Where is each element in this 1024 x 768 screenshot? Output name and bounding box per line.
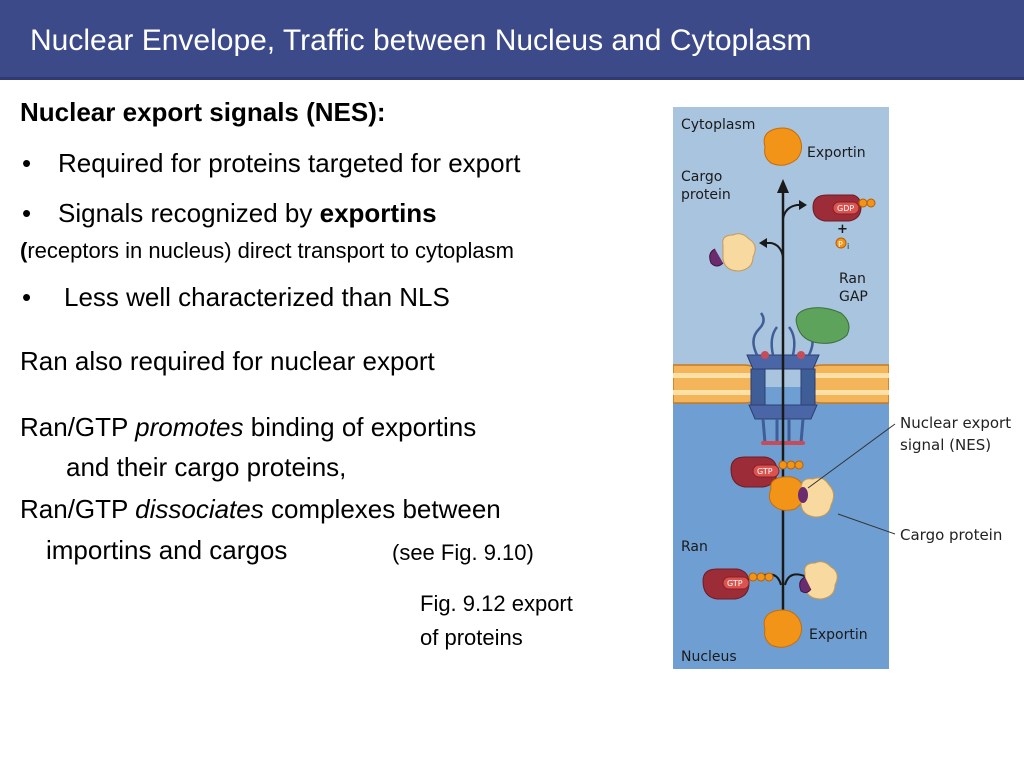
cargo-lower-shape (804, 561, 838, 600)
envelope-left-lumen (673, 373, 755, 378)
ran-gap-shape (795, 307, 850, 344)
label-pi: P (838, 240, 843, 249)
bullet-2-bold: exportins (319, 198, 437, 228)
export-diagram: Cytoplasm Exportin Cargo protein GDP + P… (672, 107, 890, 669)
pore-fibril-3 (787, 326, 796, 356)
ran-gtp-2-suffix: complexes between (263, 494, 501, 524)
label-pi-sub: i (847, 242, 849, 251)
callout-nes-line1: Nuclear export (900, 414, 1012, 432)
pore-fibril-1 (752, 312, 765, 356)
gtp-upper-tag (752, 464, 780, 478)
exportin-top-shape (763, 127, 803, 166)
cargo-lower-nes (799, 576, 812, 594)
label-exportin-top: Exportin (807, 145, 866, 161)
paren-open: ( (20, 238, 28, 263)
ran-gtp-promotes: Ran/GTP promotes binding of exportins (20, 412, 476, 443)
free-phosphate (835, 237, 847, 249)
ran-gtp-1-italic: promotes (135, 412, 244, 442)
branch-arrow-right (782, 204, 805, 220)
converge-arrow-right (784, 573, 808, 586)
exportin-bottom-shape (763, 609, 803, 648)
paren-text: receptors in nucleus) direct transport t… (27, 238, 514, 263)
export-figure: Cytoplasm Exportin Cargo protein GDP + P… (672, 107, 890, 669)
bullet-1-text: Required for proteins targeted for expor… (58, 148, 521, 178)
phosphate-2 (866, 198, 876, 208)
ran-gtp-2-prefix: Ran/GTP (20, 494, 136, 524)
ran-gtp-1-prefix: Ran/GTP (20, 412, 136, 442)
envelope-right-lumen (811, 373, 889, 378)
cargo-top-nes (709, 248, 724, 267)
ran-gtp-dissociates-line2: importins and cargos (46, 535, 288, 565)
branch-arrow-right-head (799, 200, 807, 210)
label-ran-gap-line2: GAP (839, 289, 868, 305)
label-gtp-lower: GTP (727, 579, 743, 588)
label-gtp-upper: GTP (757, 467, 773, 476)
basket-fibril-4 (799, 418, 805, 444)
caption-line-2: of proteins (420, 625, 523, 650)
callout-cargo: Cargo protein (900, 526, 1003, 544)
gtp-upper-p3 (794, 460, 804, 470)
label-exportin-bottom: Exportin (809, 627, 868, 643)
receptors-note: (receptors in nucleus) direct transport … (20, 238, 514, 264)
label-cargo-line1: Cargo (681, 169, 722, 185)
caption-line-1: Fig. 9.12 export (420, 591, 573, 616)
branch-arrow-left-head (759, 238, 767, 248)
slide-title: Nuclear Envelope, Traffic between Nucleu… (30, 24, 812, 57)
gtp-lower-tag (722, 576, 750, 590)
label-nucleus: Nucleus (681, 649, 737, 665)
bullet-2-prefix: Signals recognized by (58, 198, 320, 228)
cargo-top-shape (722, 233, 756, 272)
gdp-tag (832, 201, 860, 215)
envelope-left-lumen-2 (673, 390, 755, 395)
cargo-callout-line (837, 513, 896, 535)
cargo-complex-nes (798, 487, 808, 503)
label-ran: Ran (681, 539, 708, 555)
pore-fibril-2 (770, 326, 779, 356)
label-cargo-line2: protein (681, 187, 731, 203)
bullet-2-text: Signals recognized by exportins (58, 198, 437, 229)
gtp-lower-p3 (764, 572, 774, 582)
envelope-right-lumen-2 (811, 390, 889, 395)
transport-arrow-head (777, 179, 789, 193)
pore-knob-1 (761, 351, 769, 359)
ran-gtp-2-italic: dissociates (135, 494, 264, 524)
branch-arrow-left (761, 242, 784, 258)
ran-gtp-promotes-line2: and their cargo proteins, (66, 452, 347, 482)
label-plus: + (837, 222, 848, 237)
bullet-2-marker: • (22, 198, 32, 228)
label-ran-gap-line1: Ran (839, 271, 866, 287)
callout-nes-line2: signal (NES) (900, 436, 992, 454)
title-bar: Nuclear Envelope, Traffic between Nucleu… (0, 0, 1024, 80)
bullet-3-marker: • (22, 282, 32, 312)
pore-knob-2 (797, 351, 805, 359)
see-fig-note: (see Fig. 9.10) (392, 540, 534, 565)
label-gdp: GDP (837, 204, 854, 213)
nes-heading: Nuclear export signals (NES): (20, 97, 386, 127)
label-cytoplasm: Cytoplasm (681, 117, 755, 133)
ran-export-text: Ran also required for nuclear export (20, 346, 435, 376)
bullet-1-marker: • (22, 148, 32, 178)
ran-gtp-dissociates: Ran/GTP dissociates complexes between (20, 494, 501, 525)
bullet-3-text: Less well characterized than NLS (64, 282, 450, 312)
basket-fibril-1 (761, 418, 767, 444)
nes-callout-line (807, 423, 896, 489)
ran-gtp-1-suffix: binding of exportins (243, 412, 477, 442)
